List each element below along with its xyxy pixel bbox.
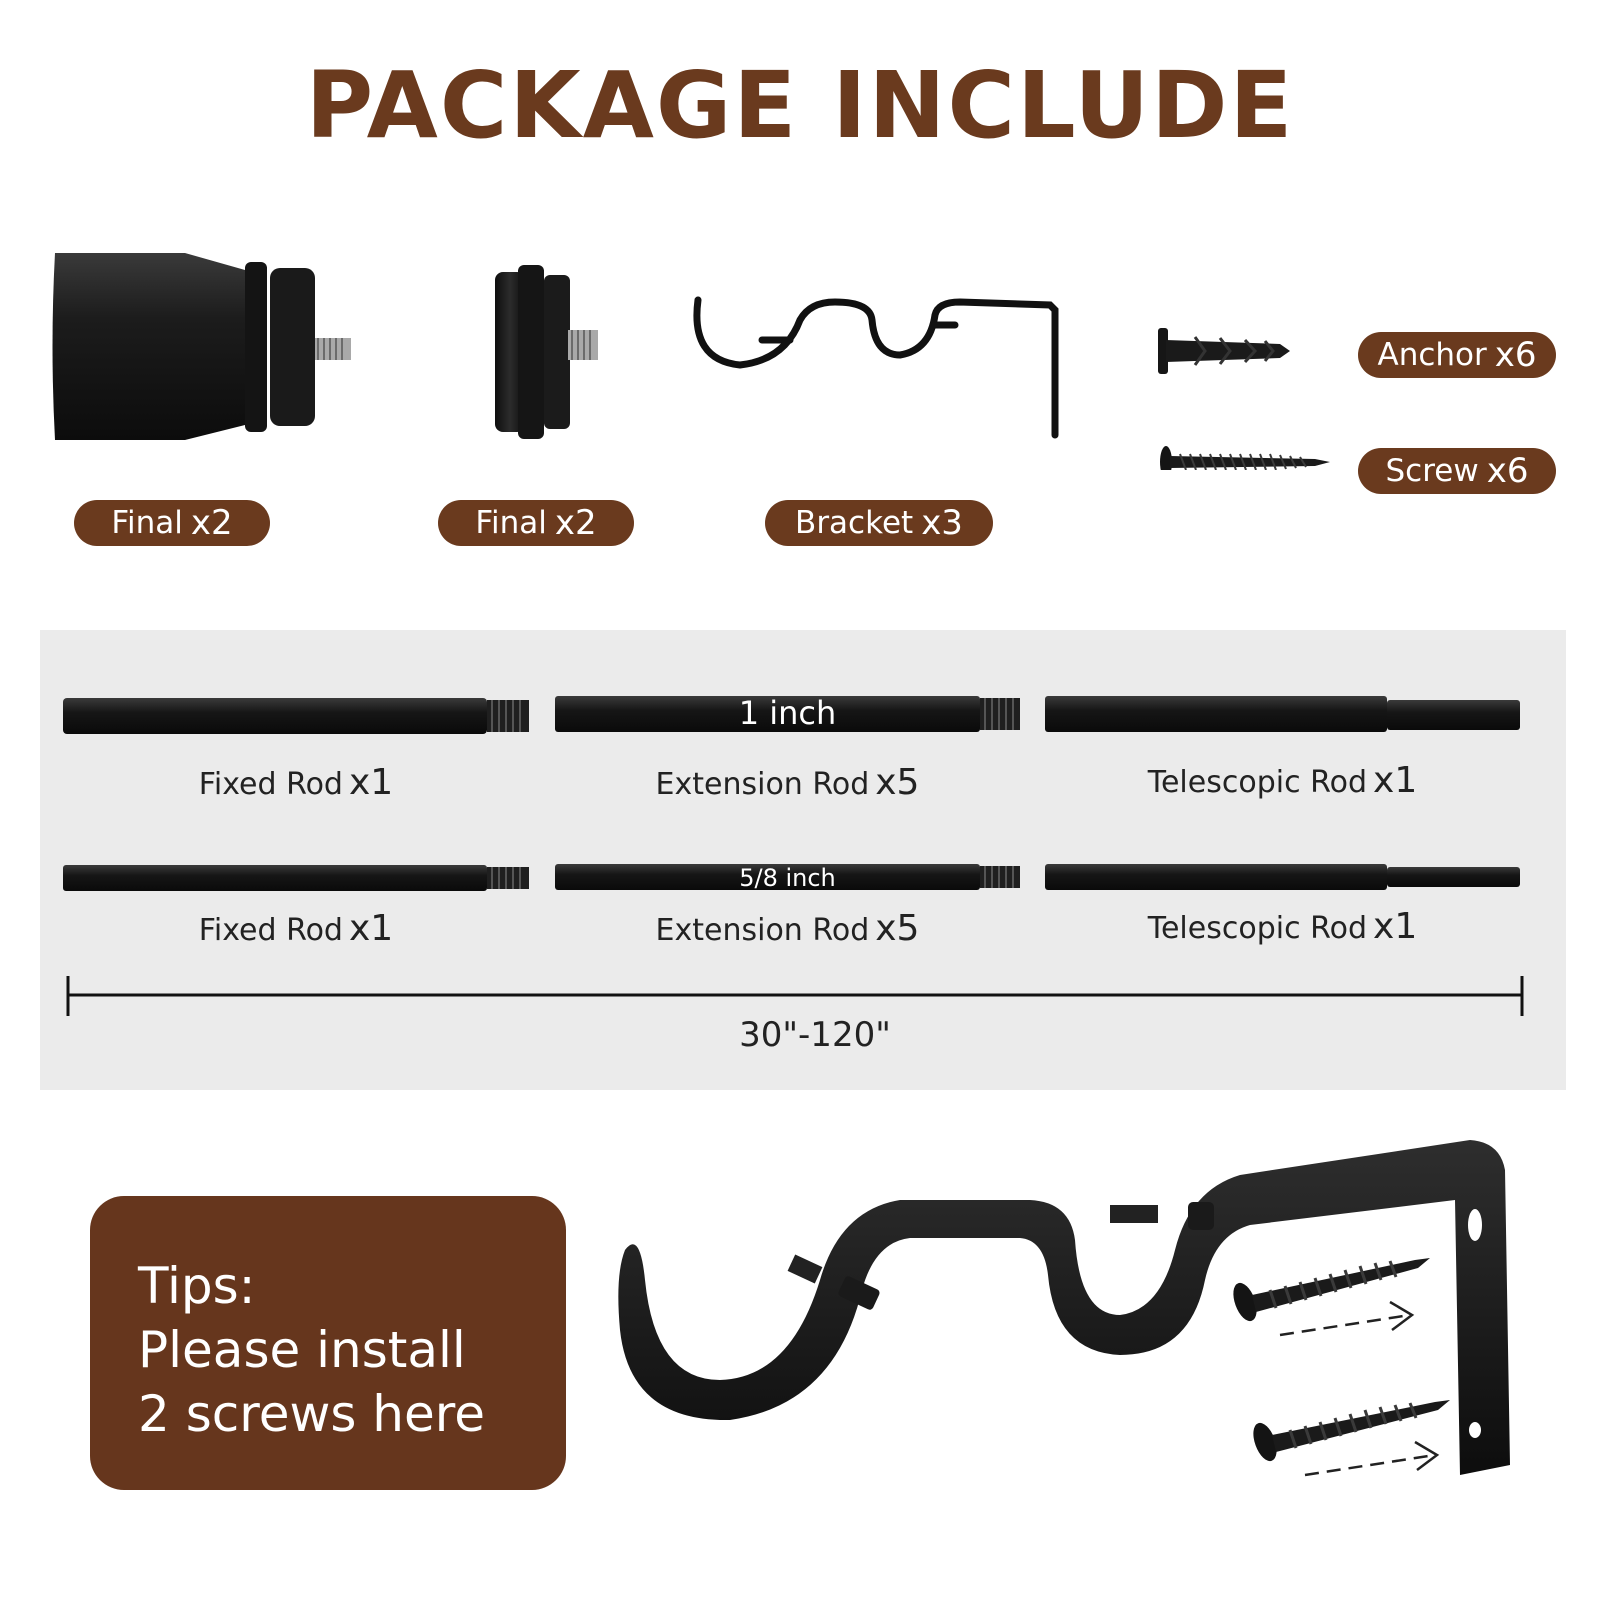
screw-icon xyxy=(1160,446,1330,470)
insert-arrow-icon xyxy=(1279,1300,1415,1337)
extension-rod-1in-icon xyxy=(555,696,1020,732)
insert-arrow-icon xyxy=(1304,1440,1440,1477)
fixed-rod-58in-icon xyxy=(63,865,529,891)
small-bracket-icon xyxy=(693,296,1059,439)
length-dimension-line xyxy=(66,976,1524,1016)
tips-line-2: Please install xyxy=(138,1321,466,1379)
small-finial-icon xyxy=(495,265,598,439)
tips-box: Tips: Please install 2 screws here xyxy=(90,1196,566,1490)
page-title: PACKAGE INCLUDE xyxy=(305,52,1295,159)
tips-heading: Tips: xyxy=(138,1257,256,1315)
rod-size-58in: 5/8 inch xyxy=(739,864,836,892)
large-bracket-icon xyxy=(618,1140,1510,1475)
rod-size-1in: 1 inch xyxy=(738,694,837,732)
telescopic-rod-1in-icon xyxy=(1045,696,1520,732)
telescopic-rod-58in-icon xyxy=(1045,864,1520,890)
large-finial-icon xyxy=(52,253,351,440)
tips-line-3: 2 screws here xyxy=(138,1385,485,1443)
hardware-illustrations xyxy=(52,253,1330,470)
length-range: 30"-120" xyxy=(739,1015,891,1055)
fixed-rod-1in-icon xyxy=(63,698,529,734)
wall-screw-icon xyxy=(1253,1400,1450,1462)
bracket-install-illustration xyxy=(618,1140,1510,1477)
set-screw-icon xyxy=(787,1202,1214,1310)
rod-illustrations xyxy=(63,696,1524,1016)
extension-rod-58in-icon xyxy=(555,864,1020,890)
wall-screw-icon xyxy=(1233,1258,1430,1322)
anchor-icon xyxy=(1158,328,1290,374)
